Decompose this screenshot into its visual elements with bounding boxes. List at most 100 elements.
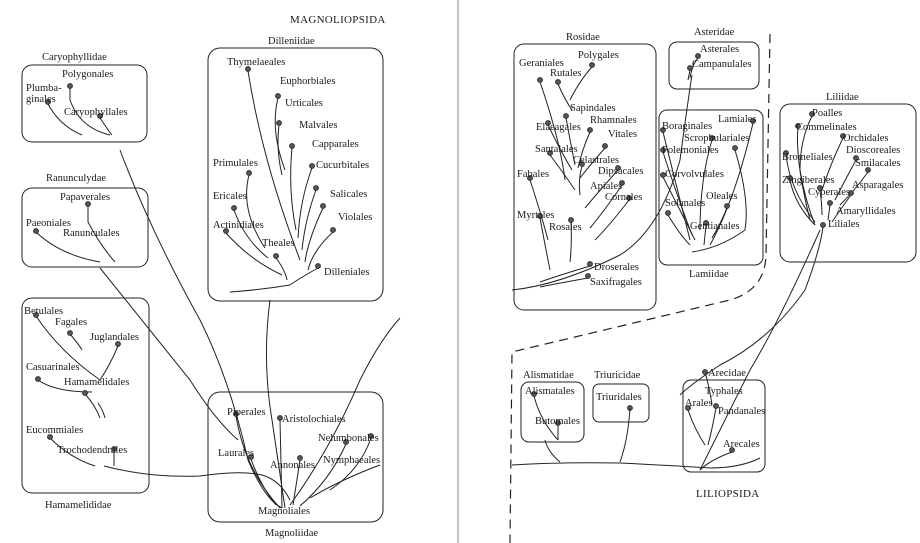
cucurbitales-label: Cucurbitales xyxy=(316,160,369,171)
eucommiales-dot xyxy=(47,434,53,440)
asterales-label: Asterales xyxy=(700,44,739,55)
left-connector xyxy=(119,149,283,509)
magnoliopsida-title: MAGNOLIOPSIDA xyxy=(290,14,386,26)
celastrales-label: Celastrales xyxy=(573,155,619,166)
scrophulariales-label: Scrophulariales xyxy=(684,133,749,144)
papaverales-label: Papaverales xyxy=(60,192,110,203)
magnoliidae-box xyxy=(207,391,384,523)
dipsacales-dot xyxy=(615,165,621,171)
lamiales-dot xyxy=(750,118,756,124)
casuarinales-dot xyxy=(35,376,41,382)
ranunculidae-box xyxy=(21,187,149,268)
caryophyllidae-title: Caryophyllidae xyxy=(42,52,107,63)
asteridae-title: Asteridae xyxy=(694,27,735,38)
thymelaeales-label: Thymelaeales xyxy=(227,57,285,68)
alismatidae-box xyxy=(520,381,585,443)
rosidae-box xyxy=(513,43,657,311)
campanulales-dot xyxy=(687,65,693,71)
casuarinales-label: Casuarinales xyxy=(26,362,80,373)
rutales-label: Rutales xyxy=(550,68,582,79)
nymphaeales-label: Nymphaeales xyxy=(323,455,380,466)
laurales-label: Laurales xyxy=(218,448,254,459)
asterales-dot xyxy=(695,53,701,59)
bromeliales-dot xyxy=(783,150,789,156)
poales-dot xyxy=(809,111,815,117)
magnoliidae-group: Piperales Aristolochiales Nelumbonales L… xyxy=(207,391,384,539)
zingiberales-dot xyxy=(787,175,793,181)
actinidiales-dot xyxy=(223,228,229,234)
salicales-dot xyxy=(320,203,326,209)
asteridae-box xyxy=(668,41,760,90)
plumbaginales-dot xyxy=(45,99,51,105)
liliopsida-base-line xyxy=(511,457,761,469)
arecidae-title: Arecidae xyxy=(708,368,746,379)
santalales-label: Santalales xyxy=(535,144,578,155)
rosidae-title: Rosidae xyxy=(566,32,600,43)
butomales-label: Butomales xyxy=(535,416,580,427)
fagales-label: Fagales xyxy=(55,317,87,328)
boraginales-label: Boraginales xyxy=(662,121,712,132)
betulales-label: Betulales xyxy=(24,306,63,317)
polygonales-dot xyxy=(67,83,73,89)
apiales-dot xyxy=(619,180,625,186)
primulales-dot xyxy=(246,170,252,176)
geraniales-label: Geraniales xyxy=(519,58,564,69)
gentianales-label: Gentianales xyxy=(690,221,740,232)
zingiberales-label: Zingiberales xyxy=(782,175,834,186)
polygonales-label: Polygonales xyxy=(62,69,113,80)
elaeagales-label: Elaeagales xyxy=(536,122,581,133)
urticales-dot xyxy=(276,120,282,126)
celastrales-dot xyxy=(579,161,585,167)
arales-label: Arales xyxy=(685,398,712,409)
thymelaeales-dot xyxy=(245,66,251,72)
poales-label: Poalles xyxy=(812,108,842,119)
myrtales-label: Myrtales xyxy=(517,210,554,221)
euphorbiales-label: Euphorbiales xyxy=(280,76,335,87)
rosales-dot xyxy=(568,217,574,223)
triuricidae-title: Triuricidae xyxy=(594,370,641,381)
liliales-label: Liliales xyxy=(828,219,860,230)
right-dashed-boundary xyxy=(509,33,771,543)
annonales-dot xyxy=(297,455,303,461)
piperales-label: Piperales xyxy=(227,407,266,418)
rhamnales-label: Rhamnales xyxy=(590,115,637,126)
orchidales-label: Orchidales xyxy=(843,133,888,144)
boraginales-dot xyxy=(660,127,666,133)
trochodendrales-label: Trochodendrales xyxy=(57,445,127,456)
ranunculales-label: Ranunculales xyxy=(63,228,120,239)
vitales-dot xyxy=(602,143,608,149)
liliidae-group: Liliidae Poalles Commelinales Orchidales… xyxy=(679,92,917,396)
arecales-label: Arecales xyxy=(723,439,760,450)
sapindales-label: Sapindales xyxy=(570,103,616,114)
malvales-dot xyxy=(289,143,295,149)
asparagales-dot xyxy=(848,190,854,196)
liliidae-box xyxy=(779,103,917,263)
rosales-label: Rosales xyxy=(549,222,582,233)
polemoniales-label: Polemoniales xyxy=(662,145,719,156)
bromeliales-label: Bromeliales xyxy=(782,152,833,163)
polygales-dot xyxy=(589,62,595,68)
capparales-label: Capparales xyxy=(312,139,359,150)
hamamelidales-label: Hamamelidales xyxy=(64,377,129,388)
asparagales-label: Asparagales xyxy=(852,180,903,191)
liliidae-title: Liliidae xyxy=(826,92,859,103)
fagales-dot xyxy=(67,330,73,336)
cucurbitales-dot xyxy=(313,185,319,191)
eucommiales-label: Eucommiales xyxy=(26,425,83,436)
dilleniidae-group: Dilleniidae Thymelaeales Euphorbiales Ur… xyxy=(207,36,384,302)
commelinales-dot xyxy=(795,123,801,129)
ranunculidae-title: Ranunculydae xyxy=(46,173,106,184)
solanales-dot xyxy=(665,210,671,216)
oleales-dot xyxy=(724,203,730,209)
apiales-label: Apiales xyxy=(590,181,622,192)
aristolochiales-label: Aristolochiales xyxy=(282,414,346,425)
pandanales-label: Pandanales xyxy=(718,406,765,417)
primulales-label: Primulales xyxy=(213,158,258,169)
vitales-label: Vitales xyxy=(608,129,637,140)
arecidae-group: Arecidae Typhales Arales Pandanales Arec… xyxy=(682,368,766,473)
dilleniales-label: Dilleniales xyxy=(324,267,370,278)
lamiidae-box xyxy=(658,109,764,266)
capparales-dot xyxy=(309,163,315,169)
arecidae-box xyxy=(682,379,766,473)
